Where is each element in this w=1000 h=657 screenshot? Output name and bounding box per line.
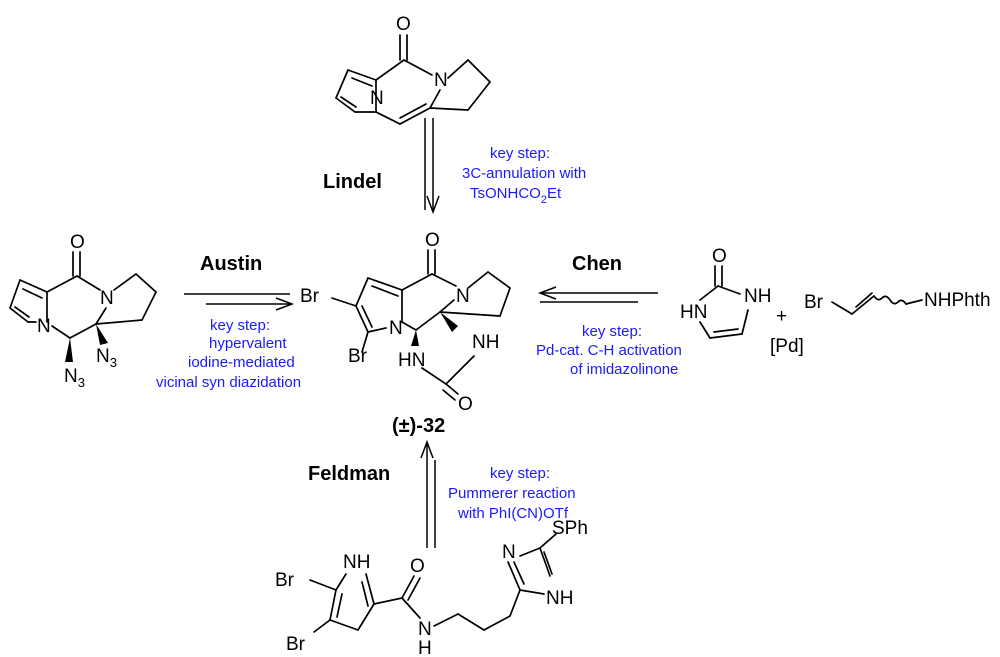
svg-text:Br: Br: [300, 286, 320, 307]
svg-text:Br: Br: [804, 292, 824, 313]
svg-text:NH: NH: [343, 552, 370, 573]
svg-text:Br: Br: [275, 570, 295, 591]
svg-text:H: H: [418, 638, 432, 657]
route-label-chen: Chen: [572, 253, 622, 275]
svg-text:of imidazolinone: of imidazolinone: [570, 361, 678, 378]
svg-text:N: N: [456, 286, 470, 307]
svg-text:iodine-mediated: iodine-mediated: [188, 354, 295, 371]
catalyst-label: [Pd]: [770, 336, 804, 357]
austin-arrow: [184, 293, 295, 311]
lindel-arrow: [424, 118, 440, 215]
svg-text:NHPhth: NHPhth: [924, 290, 991, 311]
svg-text:N3: N3: [64, 366, 85, 390]
target-label: (±)-32: [392, 415, 445, 437]
route-label-lindel: Lindel: [323, 171, 382, 193]
allyl-bromide: Br NHPhth: [804, 290, 991, 315]
chen-arrow: [537, 286, 658, 303]
route-label-feldman: Feldman: [308, 463, 390, 485]
chen-key-step: key step: Pd-cat. C-H activation of imid…: [536, 323, 682, 378]
feldman-key-step: key step: Pummerer reaction with PhI(CN)…: [448, 465, 576, 522]
svg-text:HN: HN: [680, 302, 707, 323]
austin-key-step: key step: hypervalent iodine-mediated vi…: [156, 317, 301, 391]
svg-text:NH: NH: [472, 332, 499, 353]
svg-text:SPh: SPh: [552, 518, 588, 539]
target-compound: O N Br Br N NH HN O: [300, 230, 511, 415]
svg-text:NH: NH: [546, 588, 573, 609]
svg-text:O: O: [458, 394, 473, 415]
feldman-starting-material: Br Br NH O N H N SPh NH: [275, 518, 588, 657]
svg-text:NH: NH: [744, 286, 771, 307]
svg-text:3C-annulation with: 3C-annulation with: [462, 165, 586, 182]
svg-text:Pd-cat. C-H activation: Pd-cat. C-H activation: [536, 342, 682, 359]
svg-text:key step:: key step:: [582, 323, 642, 340]
svg-text:N: N: [37, 316, 51, 337]
svg-text:N: N: [100, 288, 114, 309]
lindel-key-step: key step: 3C-annulation with TsONHCO2Et: [462, 145, 586, 206]
svg-text:N: N: [502, 542, 516, 563]
svg-text:N: N: [434, 70, 448, 91]
svg-text:TsONHCO2Et: TsONHCO2Et: [470, 185, 562, 206]
svg-text:O: O: [410, 556, 425, 577]
carbonyl-o: O: [396, 14, 411, 35]
svg-text:N3: N3: [96, 346, 117, 370]
svg-text:key step:: key step:: [490, 145, 550, 162]
lindel-starting-material: O N N: [335, 14, 491, 125]
svg-text:N: N: [389, 318, 403, 339]
svg-text:key step:: key step:: [490, 465, 550, 482]
plus-sign: +: [776, 306, 787, 327]
svg-text:O: O: [70, 232, 85, 253]
svg-text:O: O: [425, 230, 440, 251]
svg-text:key step:: key step:: [210, 317, 270, 334]
svg-text:Pummerer reaction: Pummerer reaction: [448, 485, 576, 502]
svg-text:with PhI(CN)OTf: with PhI(CN)OTf: [457, 505, 569, 522]
svg-text:HN: HN: [398, 350, 425, 371]
route-label-austin: Austin: [200, 253, 262, 275]
svg-text:hypervalent: hypervalent: [209, 335, 287, 352]
austin-starting-material: O N N N3 N3: [9, 232, 157, 390]
svg-text:N: N: [418, 619, 432, 640]
feldman-arrow: [420, 439, 436, 548]
svg-text:N: N: [370, 88, 384, 109]
svg-text:O: O: [712, 246, 727, 267]
imidazolinone: O NH HN: [680, 246, 771, 339]
svg-text:Br: Br: [348, 346, 368, 367]
svg-text:vicinal syn diazidation: vicinal syn diazidation: [156, 374, 301, 391]
svg-text:Br: Br: [286, 634, 306, 655]
